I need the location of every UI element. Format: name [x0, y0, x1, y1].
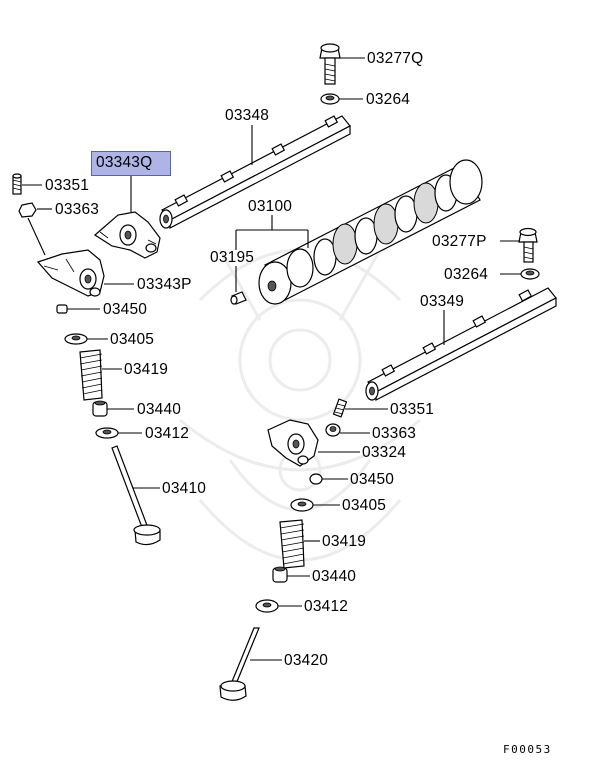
callout-03100[interactable]: 03100: [248, 198, 293, 215]
lock-nut-03363-left: [18, 202, 37, 218]
callout-03264-right[interactable]: 03264: [444, 266, 489, 283]
callout-03419-left[interactable]: 03419: [124, 361, 169, 378]
rocker-arm-03343P: [36, 249, 105, 297]
callout-03450-left[interactable]: 03450: [103, 301, 148, 318]
spring-seat-03412-left: [95, 427, 119, 439]
dowel-pin-03195: [230, 291, 247, 305]
rocker-shaft-03348: [159, 115, 351, 229]
callout-03351-left[interactable]: 03351: [45, 177, 90, 194]
callout-03410[interactable]: 03410: [162, 480, 207, 497]
figure-reference: F00053: [503, 743, 552, 756]
valve-spring-03419-left: [79, 349, 103, 401]
washer-03264-top: [320, 93, 340, 105]
callout-03277Q[interactable]: 03277Q: [367, 50, 424, 67]
stem-seal-03440-left: [92, 400, 108, 417]
callout-03348[interactable]: 03348: [225, 107, 270, 124]
cap-03450-right: [309, 473, 323, 485]
callout-03195[interactable]: 03195: [210, 249, 255, 266]
valve-03420: [219, 627, 260, 701]
camshaft-03100: [258, 159, 483, 305]
callout-03440-right[interactable]: 03440: [312, 568, 357, 585]
callout-03412-right[interactable]: 03412: [304, 598, 349, 615]
valve-spring-03419-right: [279, 519, 305, 569]
callout-03363-right[interactable]: 03363: [372, 425, 417, 442]
callout-03343Q[interactable]: 03343Q: [96, 154, 153, 171]
callout-03419-right[interactable]: 03419: [322, 533, 367, 550]
callout-03363-left[interactable]: 03363: [55, 201, 100, 218]
callout-03450-right[interactable]: 03450: [350, 471, 395, 488]
retainer-03405-right: [290, 498, 314, 512]
rocker-shaft-03349: [365, 287, 557, 401]
stem-seal-03440-right: [272, 566, 288, 583]
rocker-arm-03343Q: [94, 211, 161, 259]
adjuster-screw-03351-right: [332, 398, 348, 418]
highlight-box-03343Q: [91, 151, 171, 176]
retainer-03405-left: [64, 333, 88, 345]
valve-03410: [111, 445, 161, 546]
callout-03351-right[interactable]: 03351: [390, 401, 435, 418]
callout-03405-right[interactable]: 03405: [342, 497, 387, 514]
callout-03405-left[interactable]: 03405: [110, 331, 155, 348]
callout-03349[interactable]: 03349: [420, 293, 465, 310]
bolt-03277P: [518, 227, 538, 263]
cap-03450-left: [56, 304, 68, 314]
callout-03412-left[interactable]: 03412: [145, 425, 190, 442]
callout-03343P[interactable]: 03343P: [137, 276, 192, 293]
washer-03264-right: [520, 268, 540, 280]
adjuster-screw-03351-left: [12, 173, 22, 195]
callout-03277P[interactable]: 03277P: [432, 233, 487, 250]
lock-nut-03363-right: [325, 423, 341, 437]
spring-seat-03412-right: [255, 599, 279, 613]
rocker-arm-03324: [267, 419, 319, 467]
callout-03440-left[interactable]: 03440: [137, 401, 182, 418]
bolt-03277Q: [319, 43, 341, 85]
callout-03324[interactable]: 03324: [362, 444, 407, 461]
callout-03420[interactable]: 03420: [284, 652, 329, 669]
callout-03264-top[interactable]: 03264: [366, 91, 411, 108]
